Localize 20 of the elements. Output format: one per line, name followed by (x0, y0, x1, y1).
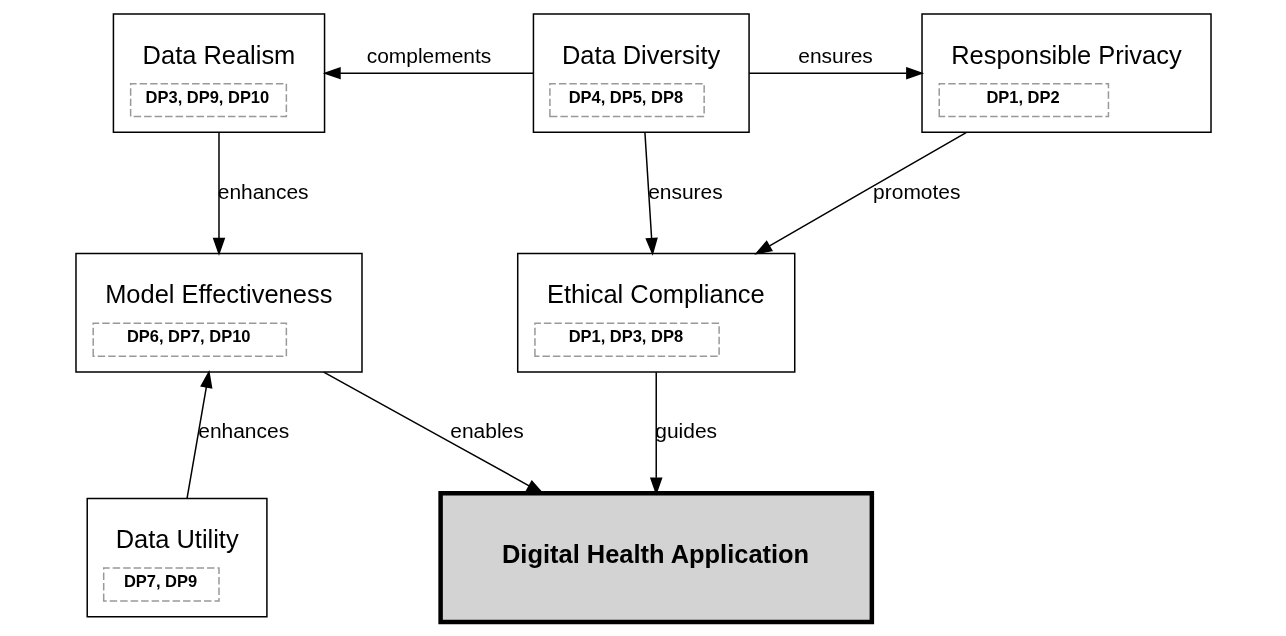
edge-label: ensures (647, 179, 723, 203)
arrow (643, 131, 658, 256)
edge-label: enhances (197, 419, 289, 443)
edge-label: ensures (797, 43, 873, 67)
arrow (747, 66, 924, 80)
edge-label: complements (366, 43, 491, 67)
arrow (322, 66, 534, 80)
node-box: Data Utility DP7, DP9 (85, 497, 268, 618)
arrow (649, 371, 663, 496)
node-box: Model Effectiveness DP6, DP7, DP10 (74, 252, 363, 373)
node-box: Responsible Privacy DP1, DP2 (920, 13, 1212, 134)
edge-label: enables (449, 419, 524, 443)
arrow (185, 369, 212, 499)
node-box: Digital Health Application (437, 490, 874, 625)
node-box: Data Realism DP3, DP9, DP10 (112, 13, 325, 134)
arrow (212, 131, 225, 256)
edge-label: promotes (872, 179, 960, 203)
node-box: Data Diversity DP4, DP5, DP8 (532, 13, 750, 134)
arrow (753, 131, 967, 255)
node-box: Ethical Compliance DP1, DP3, DP8 (516, 252, 795, 373)
